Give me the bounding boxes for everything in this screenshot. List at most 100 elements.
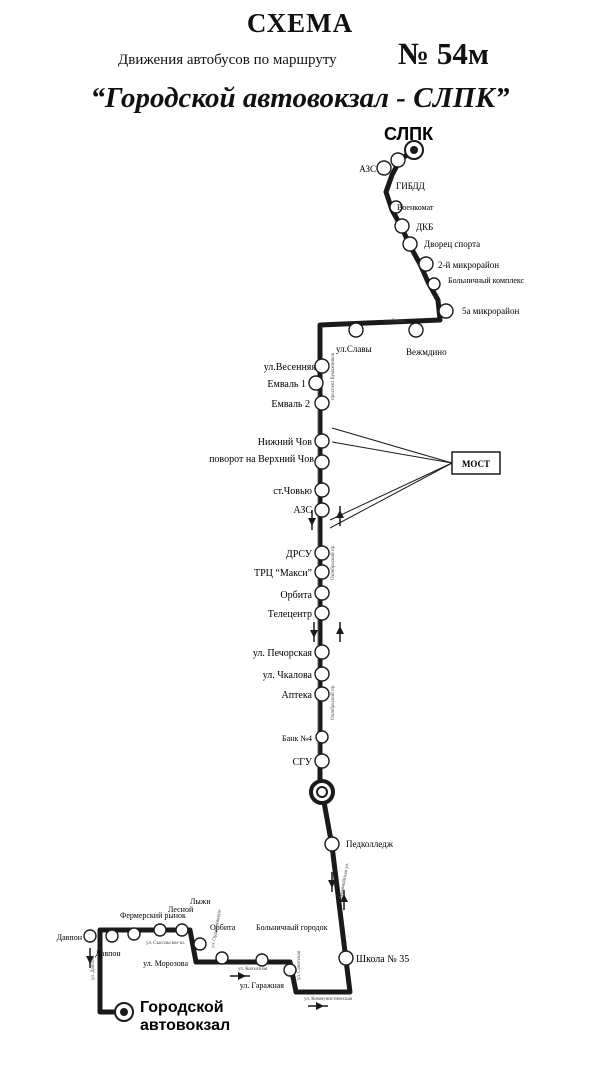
stop-pechorskaya (314, 644, 330, 660)
stop-label-mkr5a: 5а микрорайон (462, 306, 519, 316)
stop-lyzh (153, 923, 167, 937)
street-label: ул. Колхозная (238, 967, 268, 972)
arrow-right (316, 1002, 324, 1010)
stop-fermerskaya (127, 927, 141, 941)
stop-label-dvorec: Дворец спорта (424, 239, 480, 249)
stop-label-gibdd: ГИБДД (396, 181, 425, 191)
stop-maksi (314, 564, 330, 580)
terminal-south-label-2: автовокзал (140, 1017, 230, 1034)
stop-label-azs2: АЗС (293, 505, 312, 516)
arrow-down (310, 630, 318, 638)
stop-nchov (314, 433, 330, 449)
map-subtitle: Движения автобусов по маршруту (118, 52, 337, 68)
stop-pedkolledzh (324, 836, 340, 852)
arrow-up (336, 626, 344, 634)
stop-label-shkola35: Школа № 35 (356, 954, 409, 965)
stop-label-emval1: Емваль 1 (267, 379, 306, 390)
terminal-north-label: СЛПК (384, 124, 434, 144)
stop-vezhdino (408, 322, 424, 338)
stop-emval2 (314, 395, 330, 411)
terminal-south-dot (120, 1008, 128, 1016)
stop-label-sgu: СГУ (292, 757, 312, 768)
stop-mkr5a (438, 303, 454, 319)
roundabout-inner (316, 786, 328, 798)
stop-label-maksi: ТРЦ “Макси” (254, 568, 312, 579)
stop-orbita (314, 585, 330, 601)
stop-label-azs1: АЗС (359, 164, 376, 174)
stop-davpon2 (105, 929, 119, 943)
street-label: ул. Давпон (91, 957, 96, 980)
stop-chkalova (314, 666, 330, 682)
stop-slavy (348, 322, 364, 338)
stop-label-mkr2: 2-й микрорайон (438, 260, 499, 270)
street-label: ул. Сысольское ш. (146, 941, 185, 946)
terminal-north-dot (410, 146, 418, 154)
stop-label-chkalova: ул. Чкалова (263, 670, 313, 681)
stop-azs1 (376, 160, 392, 176)
stop-shkola35 (338, 950, 354, 966)
street-label: проспект Бумажников (331, 352, 336, 400)
stop-mkr2 (418, 256, 434, 272)
stop-label-dkb: ДКБ (416, 222, 433, 232)
stop-chovyu (314, 482, 330, 498)
stop-label-emval2: Емваль 2 (271, 399, 310, 410)
street-label: ул. Коммунистическая (304, 997, 353, 1002)
stop-azs2 (314, 502, 330, 518)
bridge-line (329, 462, 453, 521)
stop-label-bank: Банк №4 (282, 734, 312, 743)
stop-sgu (314, 753, 330, 769)
street-label: Октябрьский пр. (331, 545, 336, 580)
stop-label-apteka: Аптека (281, 690, 312, 701)
stop-label-orbita: Орбита (280, 590, 312, 601)
stop-vesennyaya (314, 358, 330, 374)
stop-drsu (314, 545, 330, 561)
terminal-south-label: Городской (140, 999, 224, 1016)
stop-label-davpon2: Давпон (95, 949, 121, 958)
street-label: Первомайская ул. (339, 863, 350, 901)
arrow-up (336, 510, 344, 518)
roundabout-marker (309, 779, 335, 805)
stop-label-garazhnaya: ул. Гаражная (240, 981, 285, 990)
stop-label-orbita2: Орбита (210, 923, 236, 932)
stop-label-vezhdino: Вежмдино (406, 347, 447, 357)
bridge-line (331, 427, 453, 464)
stop-povorot (314, 454, 330, 470)
stop-telecentr (314, 605, 330, 621)
stop-label-bolgorodok: Больничный городок (256, 923, 328, 932)
street-label: Октябрьский пр. (331, 685, 336, 720)
stop-lesh (175, 923, 189, 937)
arrow-down (308, 518, 316, 526)
stop-dvorec (402, 236, 418, 252)
stop-label-drsu: ДРСУ (286, 549, 313, 560)
stop-label-povorot: поворот на Верхний Чов (209, 454, 314, 465)
stop-label-davpon1: Давпон (57, 933, 83, 942)
stop-label-pedkolledzh: Педколледж (346, 839, 394, 849)
stop-bolgorodok (255, 953, 269, 967)
stop-label-bolnica: Больничный комплекс (448, 276, 525, 285)
direction-arrows (86, 506, 348, 1010)
arrow-down (86, 956, 94, 964)
stop-label-lesh: Лесной (168, 905, 194, 914)
arrow-right (238, 972, 246, 980)
stop-label-vesennyaya: ул.Весенняя (264, 362, 317, 373)
stop-label-marhova: ул. Морозова (143, 959, 188, 968)
stop-gibdd (390, 152, 406, 168)
route-segment (317, 147, 443, 780)
stop-label-pechorskaya: ул. Печорская (253, 648, 313, 659)
stop-apteka (314, 686, 330, 702)
stop-emval1 (308, 375, 324, 391)
route-line (97, 147, 443, 1015)
stop-label-slavy: ул.Славы (336, 344, 372, 354)
street-label: ул. Славы (384, 319, 406, 324)
stop-marhova (193, 937, 207, 951)
stop-markers (83, 140, 454, 1022)
stop-label-lyzh: Лыжи (190, 897, 211, 906)
street-label: ул. Орджоникидзе (211, 908, 223, 948)
arrow-up (340, 894, 348, 902)
stop-garazhnaya (283, 963, 297, 977)
stop-label-fermerskaya: Фермерский рынок (120, 911, 186, 920)
street-label: ул. Советская (297, 950, 302, 980)
stop-orbita2 (215, 951, 229, 965)
